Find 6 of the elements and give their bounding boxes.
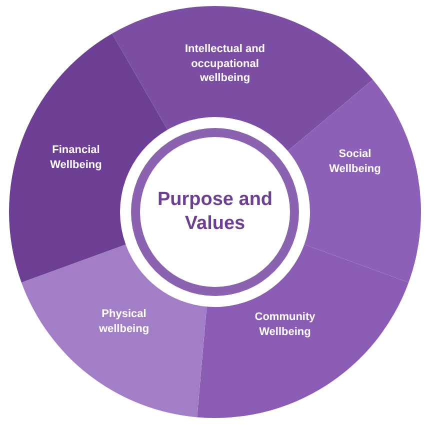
label-text: Physical wellbeing [98,307,150,337]
label-text: Social Wellbeing [328,147,382,177]
label-text: Purpose and Values [156,188,274,236]
label-text: Community Wellbeing [254,310,316,340]
label-text: Intellectual and occupational wellbeing [184,42,266,86]
label-text: Financial Wellbeing [49,143,103,173]
